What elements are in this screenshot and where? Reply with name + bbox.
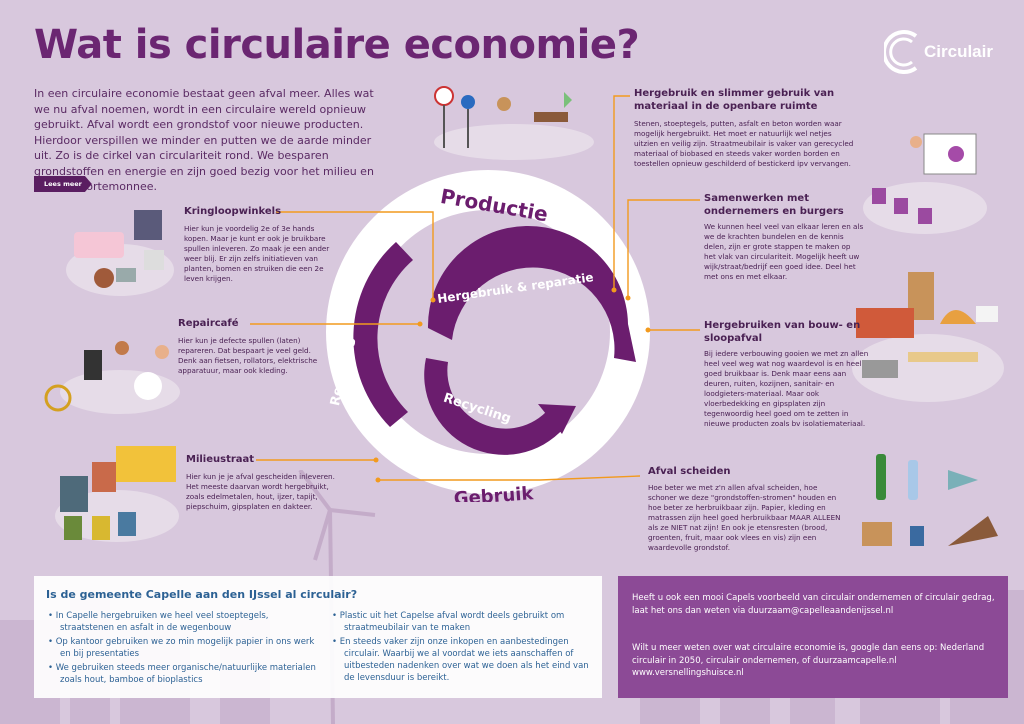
planks-icon xyxy=(908,352,978,362)
section-title: Afval scheiden xyxy=(648,466,731,477)
traffic-sign-icon xyxy=(434,86,454,106)
microwave-icon xyxy=(116,268,136,282)
info-list-right: • Plastic uit het Capelse afval wordt de… xyxy=(332,610,594,686)
intro-paragraph: In een circulaire economie bestaat geen … xyxy=(34,87,374,193)
list-item: • En steeds vaker zijn onze inkopen en a… xyxy=(332,637,589,683)
recycle-icon xyxy=(564,92,572,108)
chair-icon xyxy=(918,208,932,224)
chair-icon xyxy=(872,188,886,204)
section-title: Hergebruik en slimmer gebruik van materi… xyxy=(634,88,835,112)
person-icon xyxy=(497,97,511,111)
bicycle-icon xyxy=(44,384,72,412)
openbare-ruimte-illustration xyxy=(434,86,594,160)
milieustraat-illustration xyxy=(55,446,179,542)
more-info-paragraph: Wilt u meer weten over wat circulaire ec… xyxy=(632,643,985,678)
kringloop-illustration xyxy=(66,210,174,296)
circular-logo-icon xyxy=(884,30,918,74)
bin-icon xyxy=(64,516,82,540)
chair-icon xyxy=(144,250,164,270)
container-icon xyxy=(92,462,116,492)
bin-icon xyxy=(118,512,136,536)
window-frame-icon xyxy=(862,360,898,378)
section-repaircafe: Repaircafé Hier kun je defecte spullen (… xyxy=(178,318,318,376)
recycling-inner-arc xyxy=(424,358,564,455)
list-item: • Plastic uit het Capelse afval wordt de… xyxy=(332,611,565,633)
logo-text: Circulair xyxy=(924,42,993,61)
truck-icon xyxy=(116,446,176,482)
section-bouwafval: Hergebruiken van bouw- en sloopafval Bij… xyxy=(704,320,874,429)
section-openbare-ruimte: Hergebruik en slimmer gebruik van materi… xyxy=(634,88,854,169)
arrow-head xyxy=(538,404,576,434)
circulair-logo: Circulair xyxy=(884,28,1004,78)
bench-icon xyxy=(534,112,568,122)
can-icon xyxy=(910,526,924,546)
section-kringloopwinkels: Kringloopwinkels Hier kun je voordelig 2… xyxy=(184,206,334,284)
section-body: Bij iedere verbouwing gooien we met zn a… xyxy=(704,349,869,428)
sofa-icon xyxy=(74,232,124,258)
teddy-bear-icon xyxy=(94,268,114,288)
section-title: Samenwerken met ondernemers en burgers xyxy=(704,193,844,217)
sandbag-icon xyxy=(940,310,976,324)
section-body: Hoe beter we met z'n allen afval scheide… xyxy=(648,482,841,552)
bin-icon xyxy=(92,516,110,540)
section-body: Hier kun je voordelig 2e of 3e hands kop… xyxy=(184,223,330,283)
contact-paragraph: Heeft u ook een mooi Capels voorbeeld va… xyxy=(632,593,995,616)
info-list-left: • In Capelle hergebruiken we heel veel s… xyxy=(48,610,316,688)
samenwerken-illustration xyxy=(863,133,987,234)
person-icon xyxy=(115,341,129,355)
table-icon xyxy=(134,372,162,400)
bricks-icon xyxy=(856,308,914,338)
capelle-info-box: Is de gemeente Capelle aan den IJssel al… xyxy=(34,576,602,698)
computer-icon xyxy=(84,350,102,380)
section-title: Repaircafé xyxy=(178,318,239,329)
presenter-icon xyxy=(910,136,922,148)
lees-meer-button[interactable]: Lees meer xyxy=(34,176,92,192)
section-title: Hergebruiken van bouw- en sloopafval xyxy=(704,320,861,344)
traffic-sign-icon xyxy=(461,95,475,109)
label-gebruik: Gebruik xyxy=(453,483,535,502)
page-title: Wat is circulaire economie? xyxy=(34,22,640,68)
bouwafval-illustration xyxy=(852,272,1004,402)
cardboard-box-icon xyxy=(862,522,892,546)
section-milieustraat: Milieustraat Hier kun je je afval gesche… xyxy=(186,454,336,512)
plastic-bottle-icon xyxy=(908,460,918,500)
container-icon xyxy=(60,476,88,512)
list-item: • In Capelle hergebruiken we heel veel s… xyxy=(48,611,269,633)
list-item: • Op kantoor gebruiken we zo min mogelij… xyxy=(48,637,315,659)
section-samenwerken: Samenwerken met ondernemers en burgers W… xyxy=(704,193,864,282)
section-body: Hier kun je defecte spullen (laten) repa… xyxy=(178,335,318,375)
info-box-title: Is de gemeente Capelle aan den IJssel al… xyxy=(46,588,358,601)
section-body: We kunnen heel veel van elkaar leren en … xyxy=(704,222,864,281)
clothes-rack-icon xyxy=(134,210,162,240)
contact-box: Heeft u ook een mooi Capels voorbeeld va… xyxy=(618,576,1008,698)
hergebruik-arc xyxy=(427,225,636,362)
list-item: • We gebruiken steeds meer organische/na… xyxy=(48,663,316,685)
fish-bones-icon xyxy=(948,470,978,490)
sink-icon xyxy=(976,306,998,322)
section-afval-scheiden: Afval scheiden Hoe beter we met z'n alle… xyxy=(648,466,848,553)
repaircafe-illustration xyxy=(44,341,180,414)
section-title: Milieustraat xyxy=(186,454,255,465)
section-body: Stenen, stoeptegels, putten, asfalt en b… xyxy=(634,119,854,168)
circular-economy-diagram: Productie Hergebruik & reparatie Recycli… xyxy=(326,170,650,502)
section-body: Hier kun je je afval gescheiden inlevere… xyxy=(186,471,335,511)
bottle-icon xyxy=(876,454,886,500)
branches-icon xyxy=(948,516,998,546)
chair-icon xyxy=(894,198,908,214)
person-icon xyxy=(155,345,169,359)
afval-scheiden-illustration xyxy=(862,454,998,546)
section-title: Kringloopwinkels xyxy=(184,206,282,217)
